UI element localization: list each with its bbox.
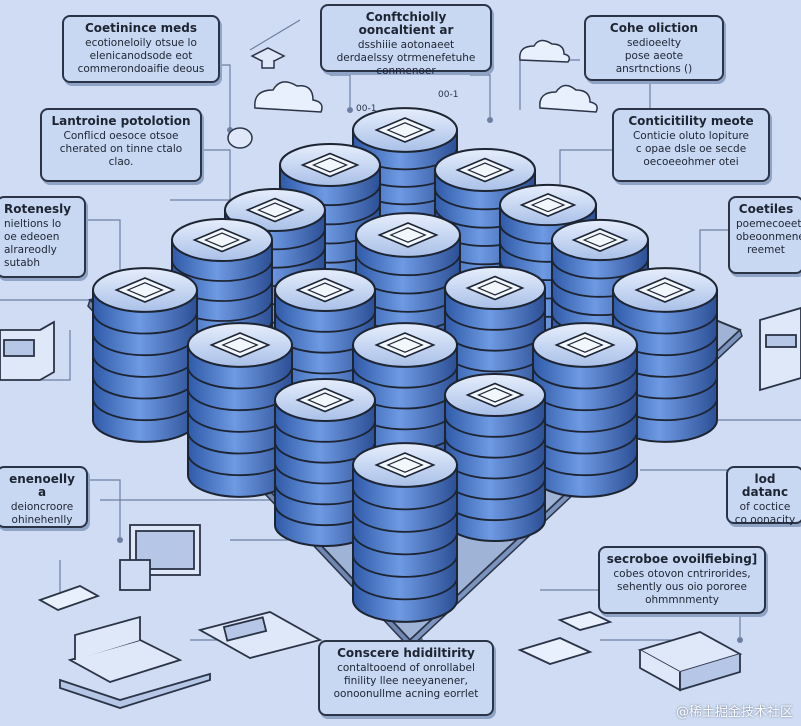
callout-load-balance: lod datanc of coctice co oonacity <box>726 466 801 526</box>
callout-title: Rotenesly <box>4 202 72 216</box>
callout-service-availability: secroboe ovoilfiebing] cobes otovon cntr… <box>598 546 766 614</box>
callout-body: nieltions lo oe edeoen alrareodly sutabh <box>4 218 62 269</box>
router-icon <box>637 631 743 692</box>
database-cylinder-icon <box>444 373 546 542</box>
database-cylinder-icon <box>352 442 458 623</box>
callout-title: Lantroine potolotion <box>51 114 191 128</box>
mouse-icon <box>227 127 253 149</box>
marker-label: 00-1 <box>438 90 459 100</box>
callout-cache-abstraction: Cohe oliction sedioeelty pose aeote ansr… <box>584 15 724 81</box>
database-cylinder-icon <box>612 267 718 443</box>
callout-consistency-challenges: Conftchiolly ooncaltient ar dsshiiie aot… <box>320 4 492 77</box>
callout-consistency-models: Coetinince meds ecotioneloily otsue lo e… <box>62 15 220 83</box>
database-cylinder-icon <box>92 267 198 443</box>
callout-title: enenoelly a <box>9 472 75 499</box>
callout-generally: enenoelly a deioncroore ohinehenlly <box>0 466 88 528</box>
callout-title: Conscere hdidiltirity <box>337 646 475 660</box>
database-cylinder-icon <box>532 322 638 498</box>
monitor-icon <box>119 524 201 591</box>
callout-title: secroboe ovoilfiebing] <box>606 552 758 566</box>
callout-title: lod datanc <box>741 472 789 499</box>
database-cylinder-icon <box>274 378 376 547</box>
callout-title: Coetiles <box>738 202 794 216</box>
callout-body: contaltooend of onrollabel finility llee… <box>333 662 479 700</box>
callout-consensus-reliability: Conscere hdidiltirity contaltooend of on… <box>318 640 494 716</box>
database-cylinders <box>92 107 718 623</box>
callout-body: dsshiiie aotonaeet derdaelssy otrmenefet… <box>336 39 476 77</box>
cloud-icon <box>519 39 571 63</box>
callout-body: sedioeelty pose aeote ansrtnctions () <box>615 37 693 75</box>
callout-body: Conflicd oesoce otsoe cherated on tinne … <box>59 130 183 168</box>
marker-label: 00-1 <box>356 104 377 114</box>
callout-body: of coctice co oonacity <box>734 501 796 526</box>
callout-body: Conticie oluto lopiture c opae dsle oe s… <box>632 130 750 168</box>
callout-body: poemecoeet obeoonmene reemet <box>736 218 801 256</box>
callout-reliability: Rotenesly nieltions lo oe edeoen alrareo… <box>0 196 86 278</box>
server-rack-icon <box>759 307 801 392</box>
callout-title: Conftchiolly ooncaltient ar <box>358 10 454 37</box>
ssd-module-icon <box>37 585 101 611</box>
laptop-icon <box>59 615 211 709</box>
callout-title: Cohe oliction <box>609 21 699 35</box>
drive-icon <box>517 611 613 665</box>
tablet-icon <box>197 611 323 659</box>
callout-load-prediction: Lantroine potolotion Conflicd oesoce ots… <box>40 108 202 182</box>
watermark: @稀土掘金技术社区 <box>675 705 793 720</box>
callout-body: deioncroore ohinehenlly <box>10 501 74 526</box>
callout-title: Conticitility meote <box>628 114 754 128</box>
callout-consistency-models-right: Conticitility meote Conticie oluto lopit… <box>612 108 770 182</box>
callout-body: ecotioneloily otsue lo elenicanodsode eo… <box>77 37 205 75</box>
cloud-icon <box>254 81 323 113</box>
callout-title: Coetinince meds <box>84 21 198 35</box>
graduation-cap-icon <box>250 47 286 69</box>
callout-coetiles: Coetiles poemecoeet obeoonmene reemet <box>728 196 801 274</box>
cloud-icon <box>539 84 598 113</box>
server-device-icon <box>0 320 55 381</box>
callout-body: cobes otovon cntrirorides, sehently ous … <box>613 568 751 606</box>
